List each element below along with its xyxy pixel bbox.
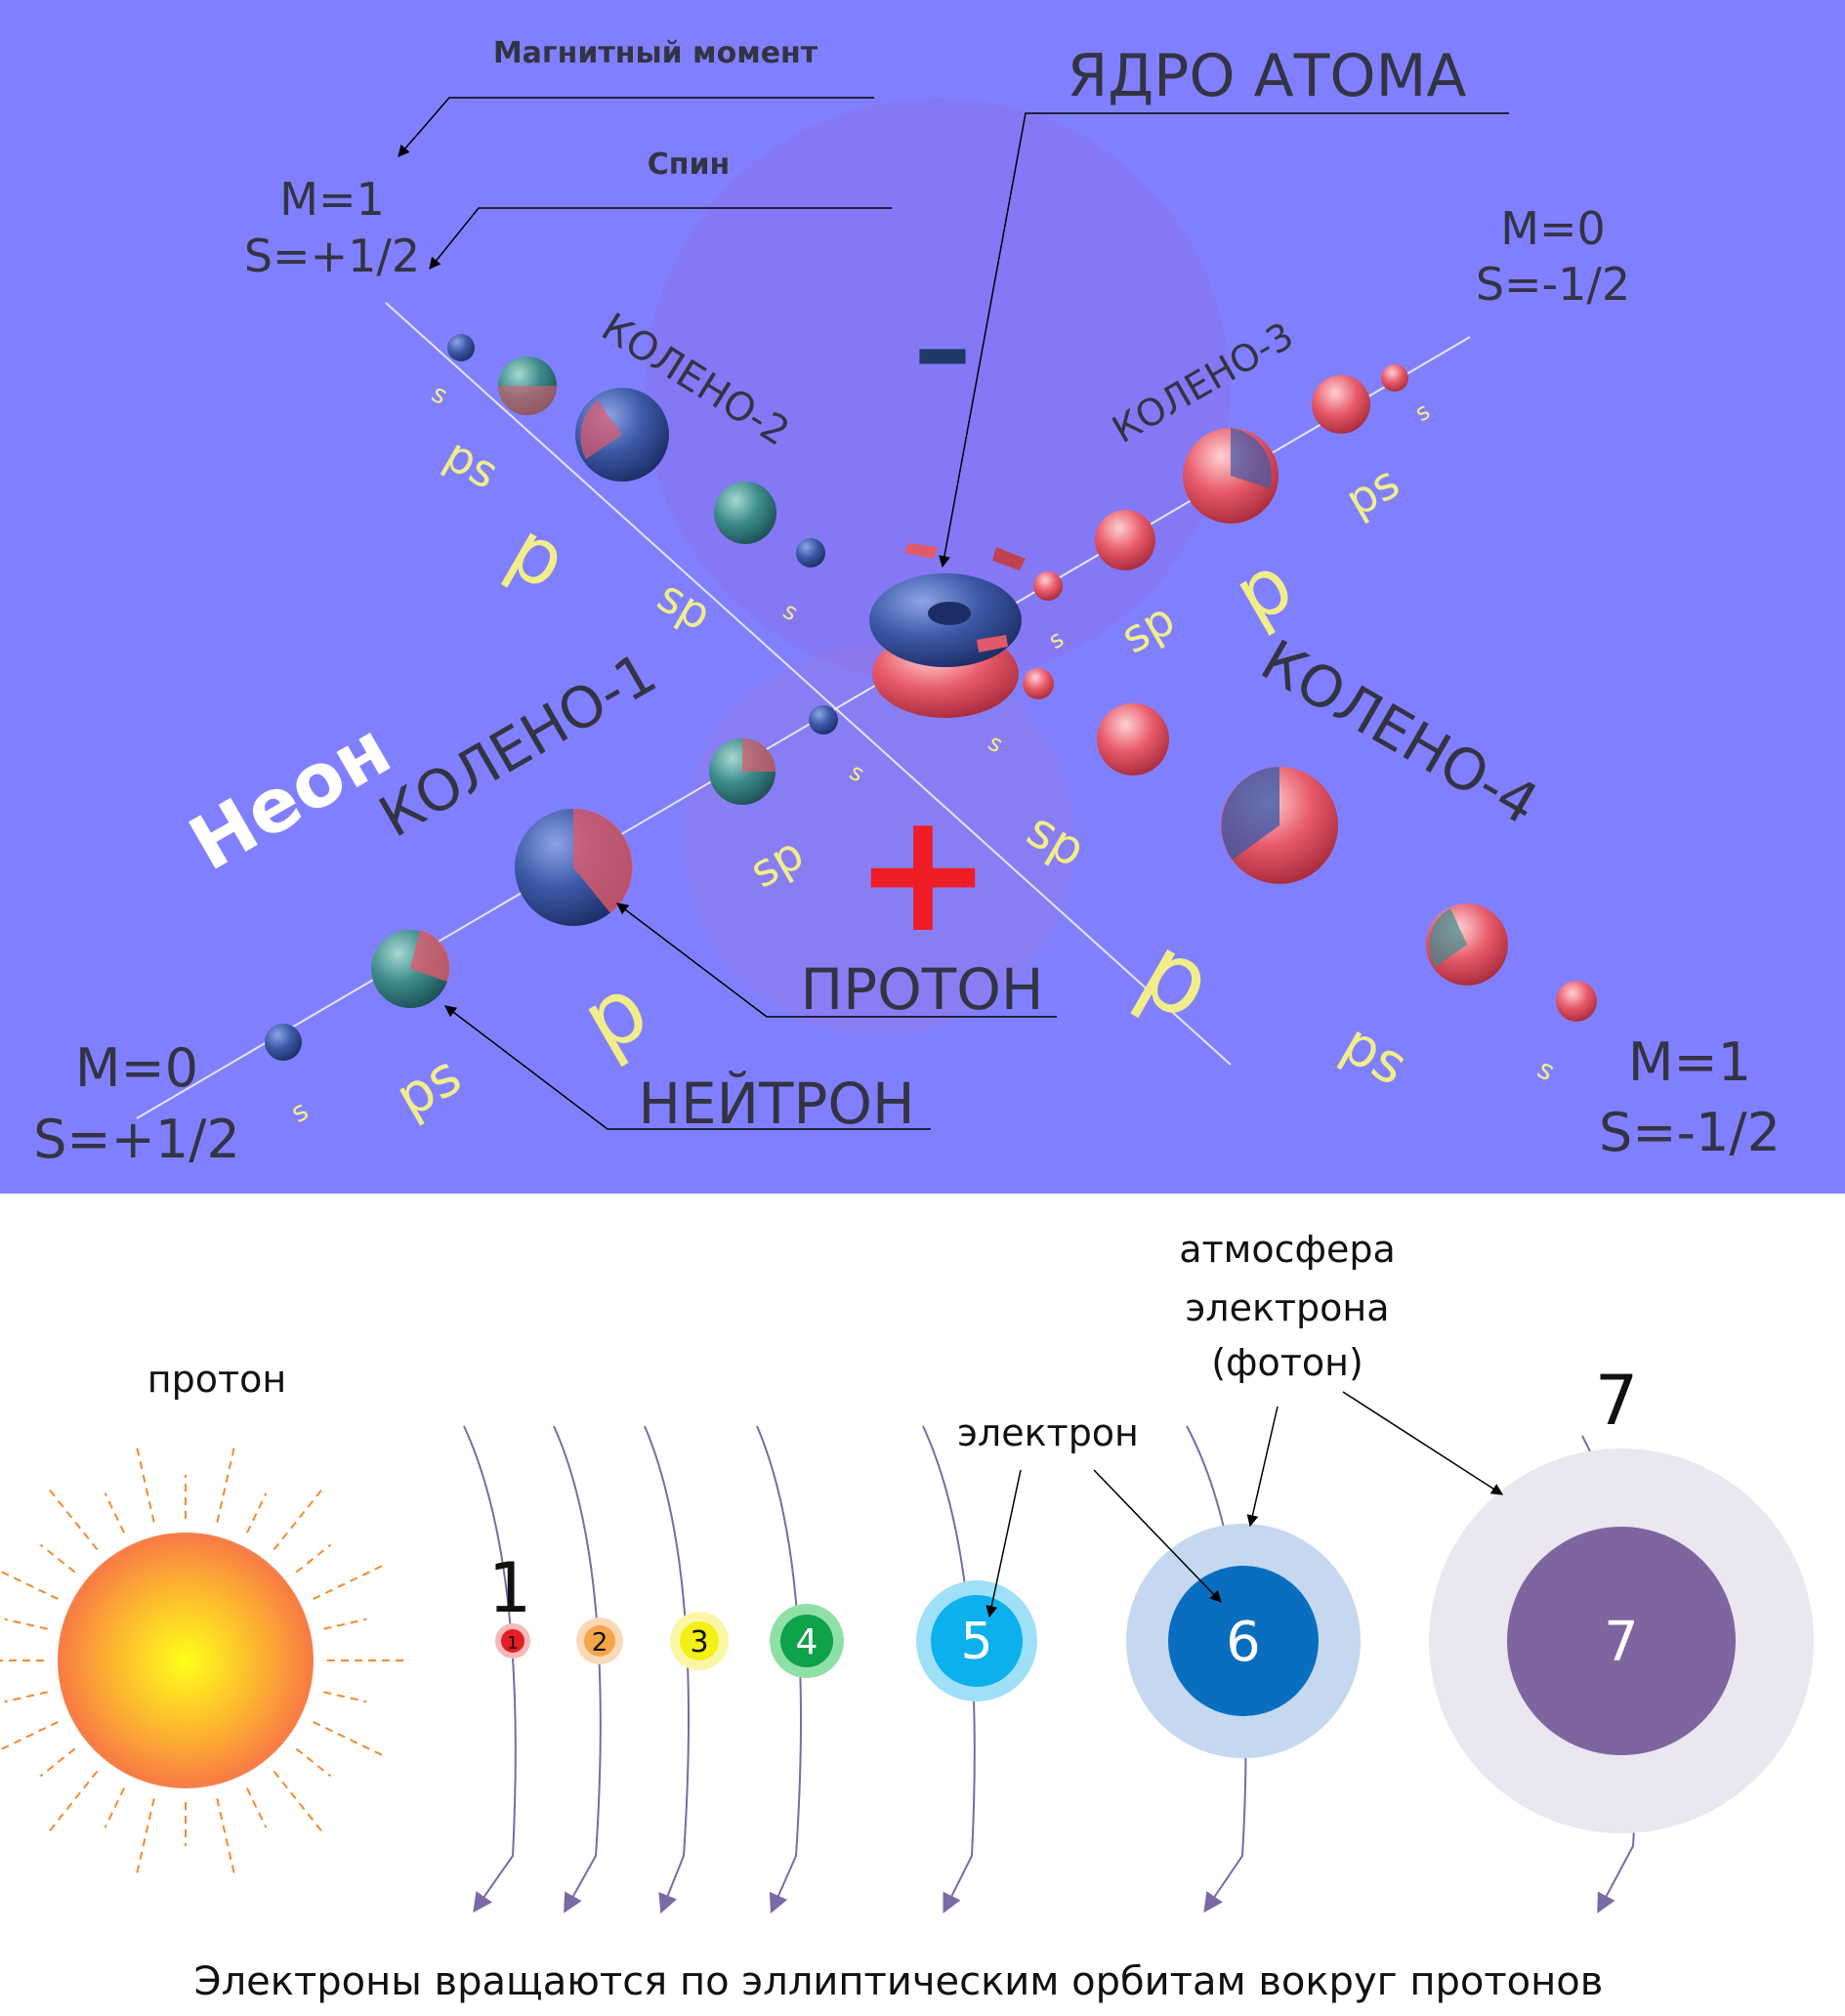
shell-p: p [566,957,665,1074]
caption: Электроны вращаются по эллиптическим орб… [194,1959,1604,2004]
atmosphere-label-line3: (фотон) [1211,1341,1363,1384]
nucleus-torus [869,543,1026,718]
shell-ps: ps [437,428,508,499]
shell-s: s [285,1094,314,1129]
svg-text:3: 3 [690,1625,708,1659]
neutron-pointer [444,1005,931,1130]
shell-sp: sp [650,569,721,641]
top-right-m: M=0 [1500,202,1606,255]
positive-sign: + [854,777,992,970]
sun-ray [135,1446,155,1523]
positive-field-cloud [684,645,1074,1035]
spin-pointer [429,207,892,270]
axis-line-main [385,302,1232,1066]
sun-ray [216,1798,236,1875]
electron-1: 1 [495,1623,530,1659]
sun-ray [47,1488,99,1551]
shell-s: s [1532,1052,1561,1087]
sun-ray [273,1770,324,1833]
bottom-left-m: M=0 [75,1037,198,1099]
electron-7: 7 [1429,1449,1814,1833]
nucleus-pointer [939,112,1509,568]
sun-ray [313,1721,385,1757]
atmosphere-pointer-6 [1246,1406,1279,1528]
sun-ray [135,1798,155,1875]
sun-ray [39,1543,76,1574]
electron-6: 6 [1126,1524,1361,1758]
magnetic-moment-pointer [398,97,874,157]
shell-p: p [494,504,582,608]
electron-5: 5 [916,1580,1037,1701]
proton-sun [58,1533,314,1788]
svg-text:1: 1 [507,1633,518,1654]
sun-ray [47,1770,99,1833]
sun-ray [323,1691,367,1703]
neutron-label: НЕЙТРОН [638,1070,914,1137]
sun-ray [295,1747,332,1778]
sun-ray [104,1787,125,1828]
knee-4-nucleons [1023,668,1597,1022]
negative-field-cloud [645,98,1231,684]
knee-1-label: КОЛЕНО-1 [368,640,667,851]
sun-ray [0,1721,59,1751]
sun-ray [246,1787,268,1828]
number-one-label: 1 [488,1548,532,1628]
knee-2-nucleons [447,334,825,567]
electron-4: 4 [770,1604,844,1678]
shell-s: s [427,379,453,411]
sun-ray [246,1492,268,1533]
atmosphere-label-line1: атмосфера [1179,1228,1396,1271]
number-seven-label: 7 [1595,1361,1639,1441]
proton-top-label: ПРОТОН [801,956,1044,1023]
knee-1-nucleons [265,705,838,1061]
svg-text:6: 6 [1226,1611,1261,1674]
sun-ray [273,1488,324,1551]
top-left-m: M=1 [279,173,385,226]
bottom-left-s: S=+1/2 [33,1109,240,1170]
sun-ray [323,1617,367,1630]
svg-text:2: 2 [592,1628,608,1658]
sun-rays [0,1446,405,1875]
shell-s: s [1410,398,1435,428]
sun-ray [4,1691,48,1703]
proton-bottom-label: протон [147,1358,286,1401]
sun-ray [216,1446,236,1523]
magnetic-moment-label: Магнитный момент [493,36,818,70]
shell-ps: ps [1337,455,1408,526]
knee-3-nucleons [1033,364,1408,601]
electron-pointer-6 [1093,1469,1222,1603]
electron-3: 3 [670,1612,729,1670]
electron-2: 2 [576,1617,623,1664]
atmosphere-pointer-7 [1342,1391,1504,1495]
proton-pointer [616,903,1057,1018]
top-right-s: S=-1/2 [1476,258,1630,311]
spin-label: Спин [648,147,731,182]
bottom-right-s: S=-1/2 [1599,1102,1781,1163]
electron-label: электрон [957,1411,1139,1454]
shell-ps: ps [1331,1012,1418,1099]
sun-ray [313,1564,385,1600]
nucleus-label: ЯДРО АТОМА [1068,42,1467,110]
shell-p: p [1219,538,1307,642]
svg-text:4: 4 [796,1622,818,1662]
top-left-s: S=+1/2 [244,230,420,282]
sun-ray [104,1492,125,1533]
svg-text:5: 5 [960,1613,992,1671]
svg-text:7: 7 [1604,1611,1639,1674]
sun-ray [0,1570,59,1600]
atmosphere-label-line2: электрона [1185,1286,1389,1329]
shell-p: p [1121,912,1232,1042]
sun-ray [39,1747,76,1778]
bottom-right-m: M=1 [1628,1031,1751,1093]
electron-pointer-5 [985,1469,1022,1618]
negative-sign: – [913,281,972,417]
shell-ps: ps [386,1043,473,1130]
sun-ray [4,1617,48,1630]
sun-ray [295,1543,332,1574]
